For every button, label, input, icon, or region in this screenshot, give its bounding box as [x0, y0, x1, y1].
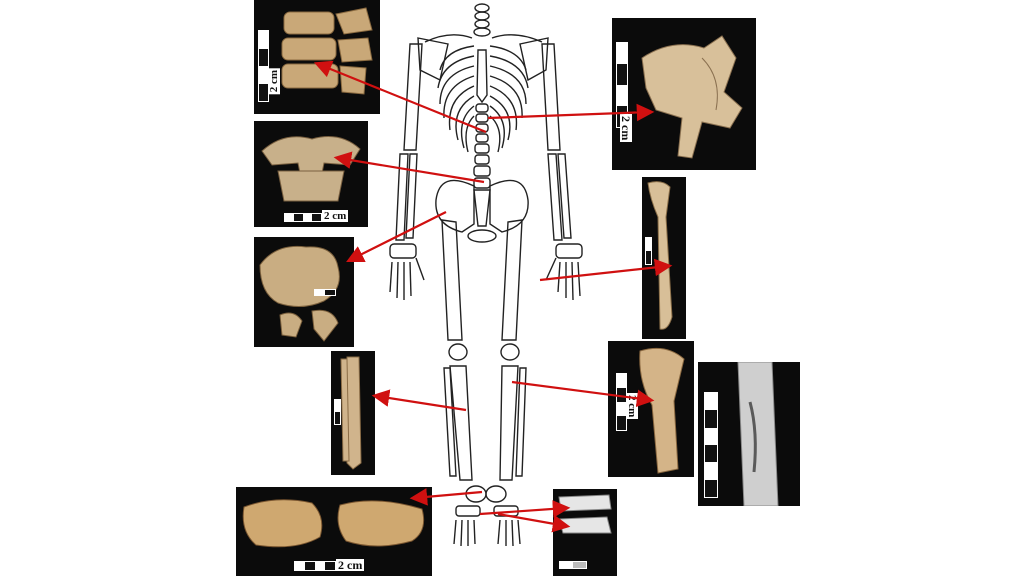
fibula-right [515, 367, 527, 477]
scale-bar-horizontal [559, 561, 587, 569]
forearm-right-radius [547, 153, 563, 241]
cervical-vertebrae [473, 3, 491, 37]
photo-fibula-detail [698, 362, 800, 506]
scale-bar-vertical [645, 237, 652, 265]
ribcage-right [489, 45, 529, 153]
femur-right [501, 219, 523, 341]
humerus-right [541, 43, 561, 151]
photo-tibia [331, 351, 375, 475]
femur-left [441, 219, 463, 341]
foot-left [453, 485, 487, 547]
pelvis-right [489, 179, 529, 233]
photo-lumbar-vertebra: 2 cm [612, 18, 756, 170]
scale-bar-horizontal [294, 561, 336, 571]
scale-bar-horizontal [284, 213, 322, 222]
scale-bar-vertical [334, 399, 341, 425]
forearm-right-ulna [557, 153, 572, 239]
foot-right [485, 485, 521, 547]
scale-bar-vertical [704, 392, 718, 498]
scale-bar-horizontal [314, 289, 336, 296]
hand-right [545, 243, 583, 301]
tibia-right [499, 365, 519, 481]
scapula-right [519, 37, 549, 82]
sacrum-outline [473, 189, 491, 227]
scale-label: 2 cm [336, 558, 365, 572]
photo-radius [642, 177, 686, 339]
scale-label: 2 cm [619, 114, 633, 143]
photo-sacrum: 2 cm [254, 121, 368, 227]
hand-left [389, 243, 425, 300]
scale-label: 2 cm [268, 68, 280, 95]
photo-calcanei: 2 cm [236, 487, 432, 576]
ribcage-left [437, 45, 475, 153]
scale-bar-vertical [258, 30, 269, 102]
photo-thoracic-vertebrae: 2 cm [254, 0, 380, 114]
patella-right [500, 343, 520, 361]
scale-label: 2 cm [626, 393, 638, 420]
sternum [476, 49, 488, 104]
tibia-left [449, 365, 473, 481]
photo-metatarsals [553, 489, 617, 576]
pubis [467, 229, 497, 243]
fibula-left [443, 367, 457, 477]
photo-pelvis-fragments [254, 237, 354, 347]
thoracic-lumbar-spine [473, 103, 491, 189]
scale-label: 2 cm [322, 210, 349, 222]
photo-fibula-proximal: 2 cm [608, 341, 694, 477]
patella-left [448, 343, 468, 361]
